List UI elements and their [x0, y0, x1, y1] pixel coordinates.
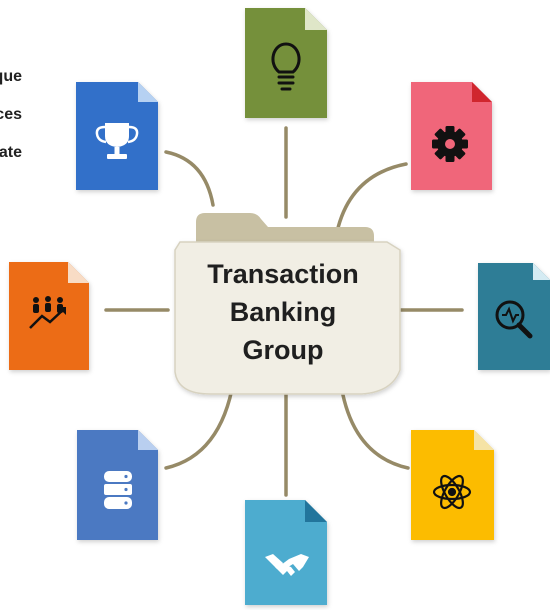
file-handshake	[245, 500, 327, 605]
file-lightbulb	[245, 8, 327, 118]
folder-front	[174, 241, 401, 395]
atom-icon	[432, 474, 472, 510]
central-label-line-2: Banking	[229, 297, 337, 327]
analytics-search-icon	[495, 300, 533, 339]
central-label-line-3: Group	[242, 335, 324, 365]
lightbulb-icon	[271, 42, 301, 91]
background-text-line-2: ces	[0, 106, 22, 123]
file-analytics	[478, 263, 550, 370]
handshake-icon	[265, 554, 309, 576]
central-folder-label: Transaction Banking Group	[180, 255, 386, 369]
connector-top-right	[335, 162, 408, 234]
gear-icon	[432, 126, 468, 162]
connector-top-left	[164, 150, 215, 207]
growth-team-icon	[29, 296, 66, 329]
file-growth-team	[9, 262, 89, 370]
background-text-line-1: que	[0, 68, 22, 85]
central-folder	[174, 213, 401, 395]
folder-back	[196, 213, 374, 250]
database-icon	[104, 471, 132, 509]
background-text-line-3: ate	[0, 144, 22, 161]
trophy-icon	[95, 123, 139, 159]
central-label-line-1: Transaction	[207, 259, 359, 289]
